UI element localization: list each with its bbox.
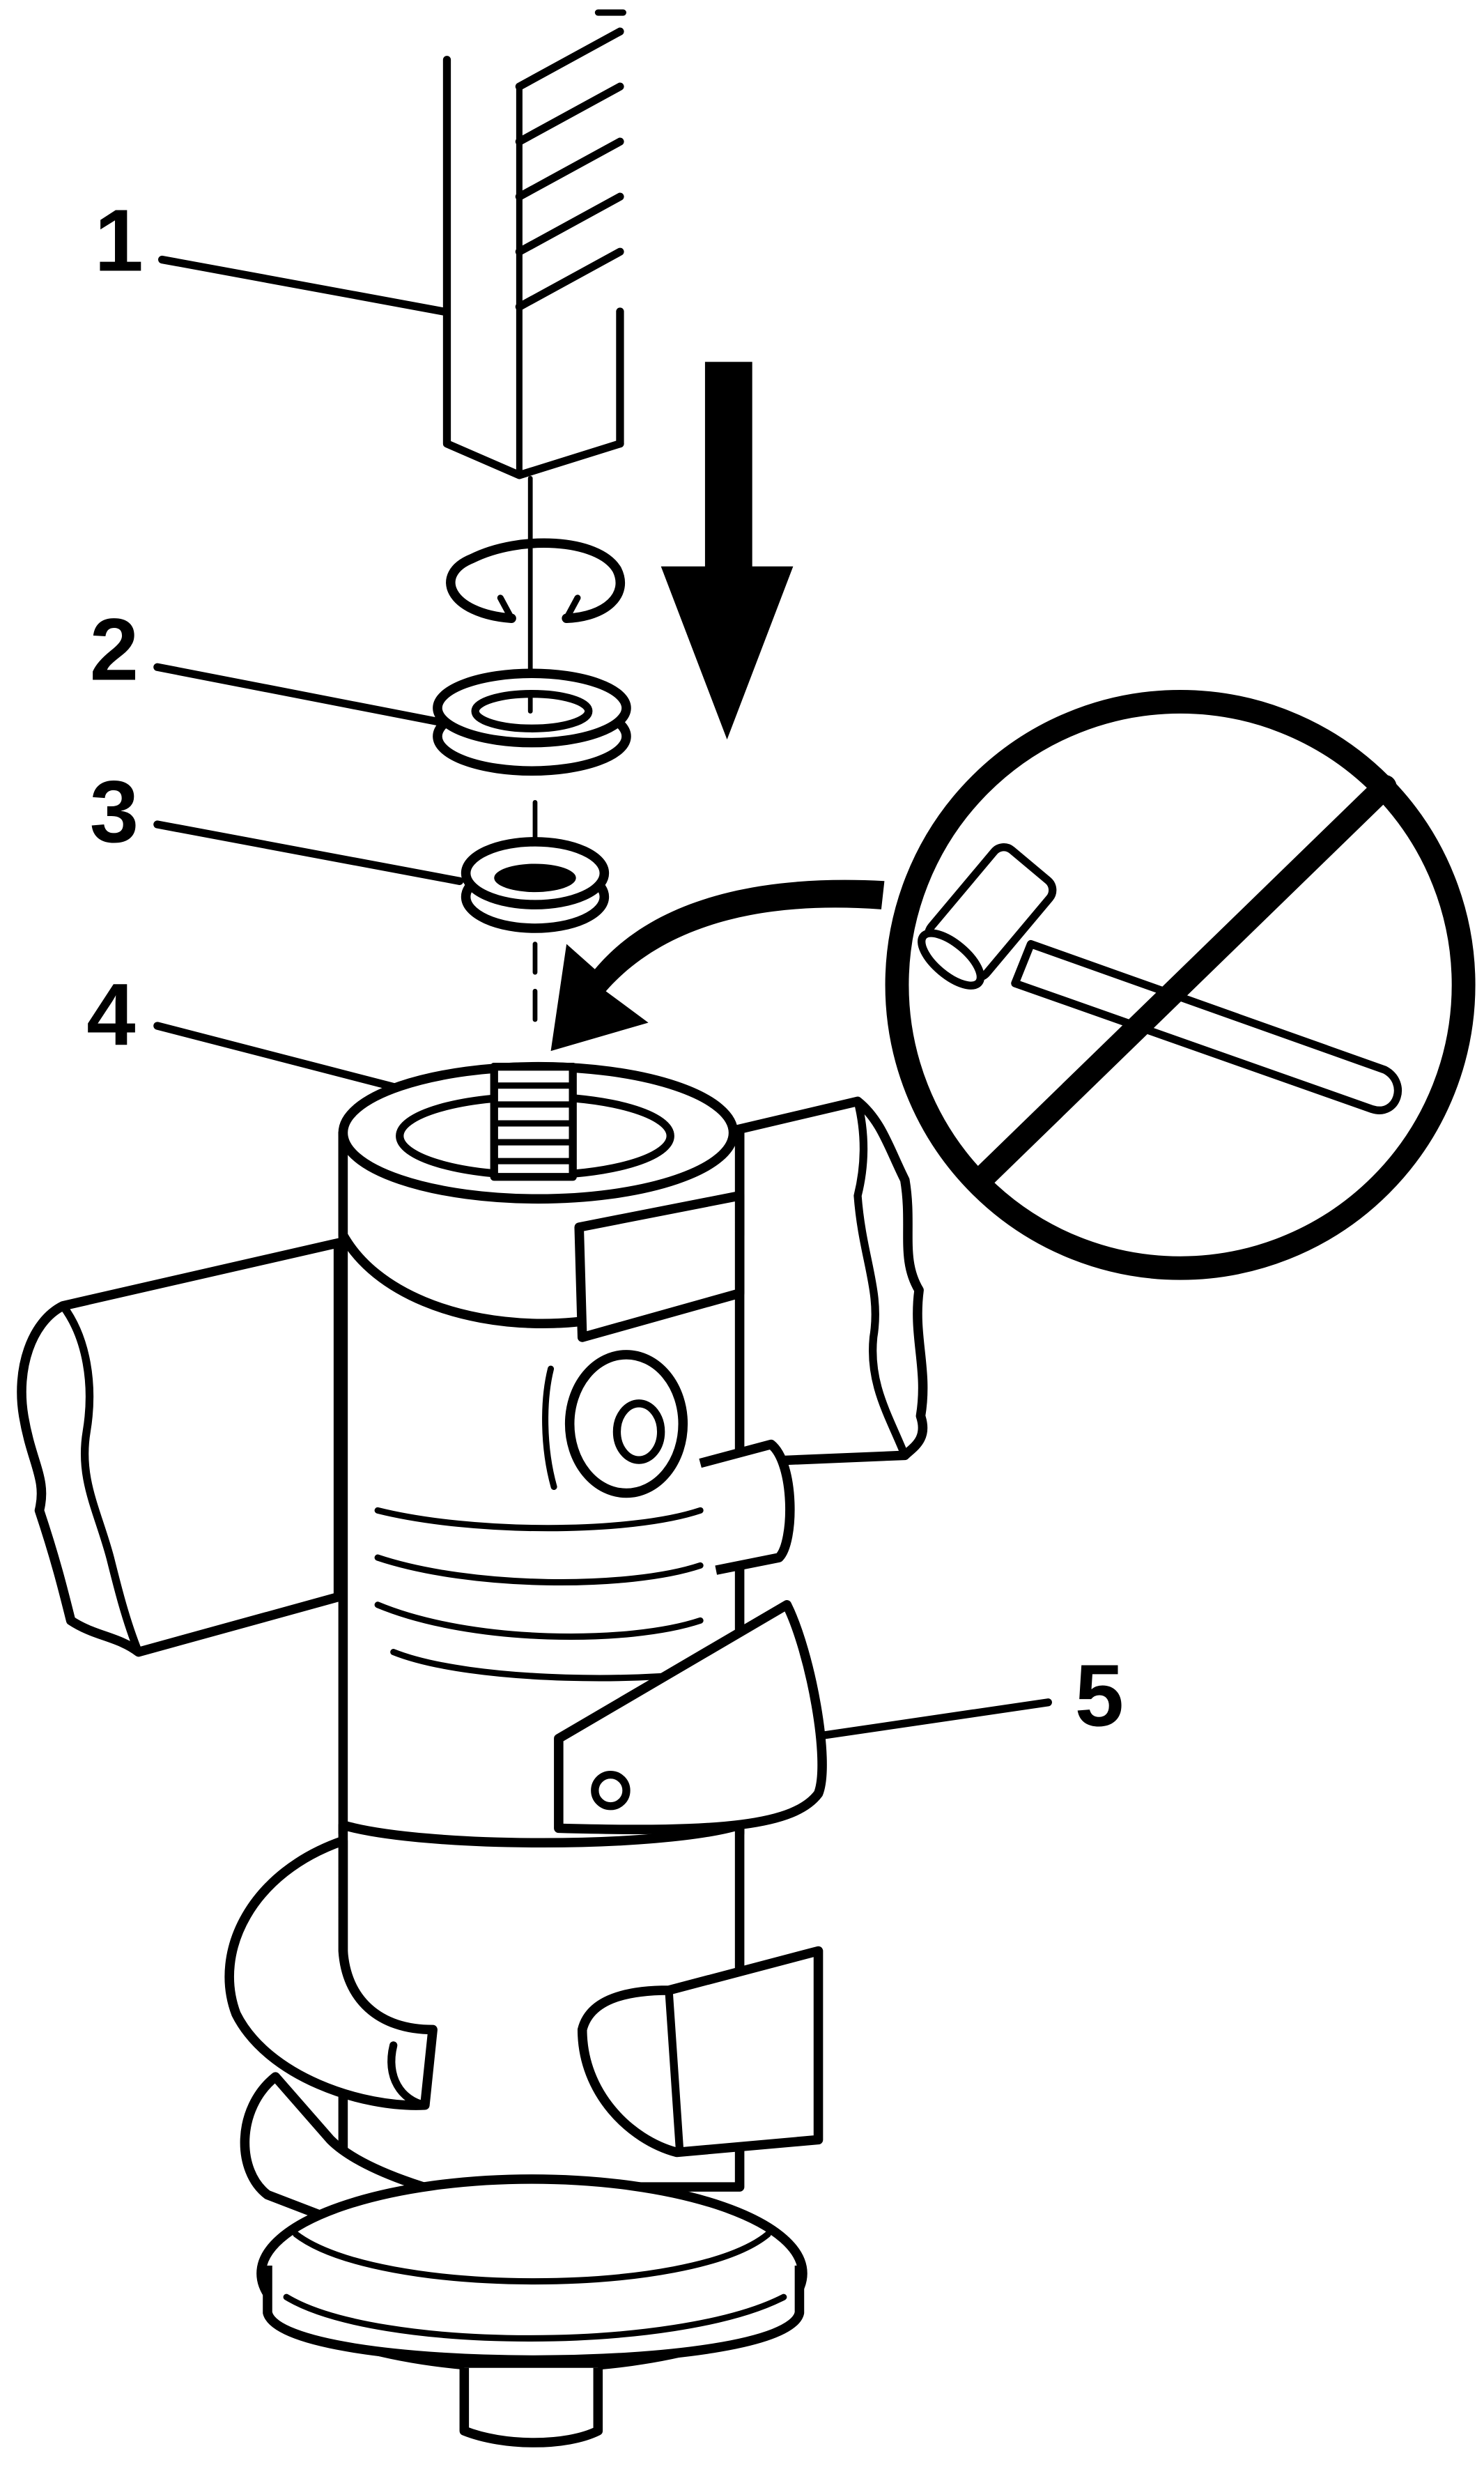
leader-line-2 — [153, 663, 453, 728]
leader-line-1 — [158, 255, 448, 316]
callout-label-5: 5 — [1075, 1647, 1124, 1745]
down-arrow-icon — [660, 362, 794, 740]
callout-2: 2 — [90, 600, 453, 728]
leader-line-3 — [153, 820, 464, 885]
callout-5: 5 — [819, 1647, 1124, 1745]
callout-label-1: 1 — [95, 191, 144, 289]
leader-line-5 — [819, 1698, 1052, 1739]
bearing-cup-icon — [461, 800, 610, 1025]
curved-arrow-icon — [550, 879, 885, 1052]
callout-3: 3 — [90, 762, 464, 885]
callout-label-3: 3 — [90, 762, 139, 861]
callout-label-2: 2 — [90, 600, 139, 698]
callout-label-4: 4 — [86, 965, 135, 1063]
callout-1: 1 — [95, 191, 448, 316]
housing-assembly-icon — [17, 1061, 928, 2447]
no-hammer-icon — [885, 689, 1476, 1280]
snap-ring-icon — [446, 538, 626, 624]
drill-bit-icon — [442, 9, 626, 703]
seal-washer-icon — [433, 668, 631, 776]
